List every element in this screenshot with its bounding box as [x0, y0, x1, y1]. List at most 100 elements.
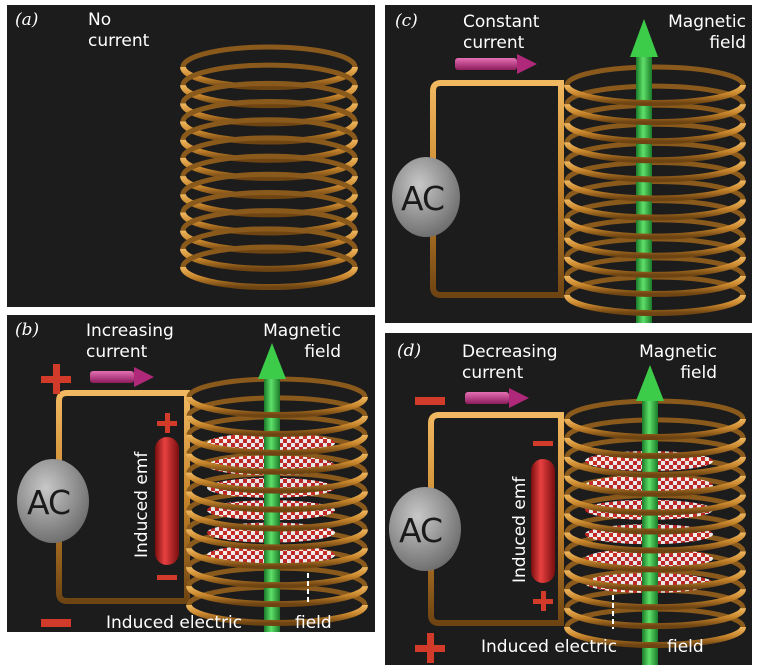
panel-c: (c) Constant current Magnetic field AC: [385, 5, 752, 323]
sign-bottom-lead-b: [41, 619, 71, 627]
field-label-d: Magnetic field: [639, 342, 717, 383]
sign-emf-top-d: [533, 441, 553, 446]
circuit-wire-c: [430, 80, 564, 298]
panel-a-label: (a): [15, 10, 39, 30]
coil-turn-front: [564, 550, 746, 573]
coil-turn-back: [180, 99, 358, 122]
coil-turn-front: [564, 475, 746, 497]
panel-a: (a) No current: [7, 5, 375, 307]
coil-turn-back: [180, 62, 358, 86]
sign-emf-bottom-d: [533, 591, 553, 611]
sign-top-lead-d: [415, 397, 445, 405]
current-arrow-head-c: [517, 54, 537, 74]
current-arrow-head-b: [134, 367, 154, 387]
ac-label-c: AC: [401, 179, 445, 218]
coil-turn-front: [564, 512, 746, 535]
current-label-d: Decreasing current: [462, 342, 558, 383]
coil-turn-front: [564, 294, 746, 316]
ac-source-d: [389, 487, 461, 571]
induced-field-label-d: field: [667, 637, 704, 657]
panel-d: (d) Decreasing current Magnetic field AC…: [385, 333, 752, 665]
coil-turn-front: [564, 494, 746, 516]
coil-d-front: [564, 418, 746, 648]
coil-turn-front: [186, 434, 368, 456]
coil-turn-front: [186, 396, 368, 418]
coil-turn-back: [180, 189, 358, 213]
coil-turn-back: [180, 244, 358, 268]
coil-turn-front: [564, 141, 746, 164]
current-label-c: Constant current: [463, 12, 540, 53]
sign-top-lead-b: [41, 364, 71, 394]
field-arrow-shaft-c: [636, 55, 652, 323]
coil-turn-front: [564, 84, 746, 106]
induced-field-label-b: field: [295, 613, 332, 632]
coil-turn-front: [564, 256, 746, 278]
emf-label-b: Induced emf: [132, 451, 152, 558]
coil-turn-back: [180, 171, 358, 195]
coil-a: [180, 44, 358, 290]
induced-electric-label-d: Induced electric: [481, 637, 618, 657]
coil-turn-front: [186, 472, 368, 494]
panel-b-diagram: [17, 343, 368, 632]
panel-d-diagram: [389, 365, 746, 665]
coil-turn-back: [180, 153, 358, 177]
coil-turn-front: [186, 604, 368, 626]
circuit-wire-d: [428, 412, 564, 626]
current-label-b: Increasing current: [86, 321, 174, 362]
coil-turn-front: [564, 626, 746, 648]
coil-turn-front: [186, 547, 368, 570]
ac-source-c: [392, 157, 460, 237]
panel-d-label: (d): [397, 341, 422, 361]
panel-a-diagram: [49, 44, 358, 290]
coil-turn-front: [186, 490, 368, 513]
coil-turn-front: [564, 122, 746, 145]
coil-turn-back: [564, 64, 746, 86]
emf-cylinder-d: [531, 459, 555, 583]
panel-c-label: (c): [395, 11, 418, 31]
current-arrow-shaft-b: [90, 371, 134, 383]
coil-turn-front: [186, 585, 368, 608]
coil-turn-front: [564, 198, 746, 221]
sign-bottom-lead-d: [415, 633, 445, 663]
field-arrow-head-d: [636, 365, 664, 401]
ac-label-d: AC: [399, 511, 443, 550]
coil-turn-front: [186, 528, 368, 551]
sign-emf-bottom-b: [157, 575, 177, 580]
panel-c-diagram: [392, 19, 746, 323]
sign-emf-top-b: [157, 413, 177, 433]
coil-turn-front: [564, 569, 746, 592]
coil-turn-front: [180, 266, 358, 290]
coil-turn-front: [186, 509, 368, 532]
emf-label-d: Induced emf: [510, 476, 530, 583]
coil-c-front: [564, 84, 746, 316]
coil-turn-front: [564, 237, 746, 259]
current-arrow-head-d: [509, 388, 529, 408]
coil-turn-front: [186, 566, 368, 589]
coil-turn-front: [564, 275, 746, 297]
coil-turn-front: [564, 218, 746, 240]
field-label-c: Magnetic field: [668, 12, 746, 53]
panel-b-label: (b): [15, 320, 40, 340]
coil-turn-front: [564, 456, 746, 478]
coil-turn-back: [180, 135, 358, 159]
coil-turn-front: [564, 437, 746, 459]
ac-label-b: AC: [27, 483, 71, 522]
coil-turn-front: [564, 531, 746, 554]
coil-turn-front: [186, 415, 368, 437]
coil-turn-front: [564, 160, 746, 183]
current-label-a: No current: [88, 10, 150, 51]
field-arrow-head-b: [258, 343, 286, 379]
emf-cylinder-b: [155, 437, 179, 565]
coil-turn-back: [180, 117, 358, 141]
coil-turn-front: [564, 588, 746, 611]
coil-turn-front: [186, 453, 368, 475]
panel-b: (b) Increasing current Magnetic field AC…: [7, 315, 375, 632]
field-label-b: Magnetic field: [263, 321, 341, 362]
induced-electric-label-b: Induced electric: [106, 613, 243, 632]
coil-turn-front: [564, 418, 746, 440]
coil-b-front: [186, 396, 368, 626]
coil-turn-back: [180, 226, 358, 250]
coil-turn-back: [180, 80, 358, 104]
coil-turn-back: [180, 44, 358, 68]
coil-turn-front: [564, 103, 746, 126]
